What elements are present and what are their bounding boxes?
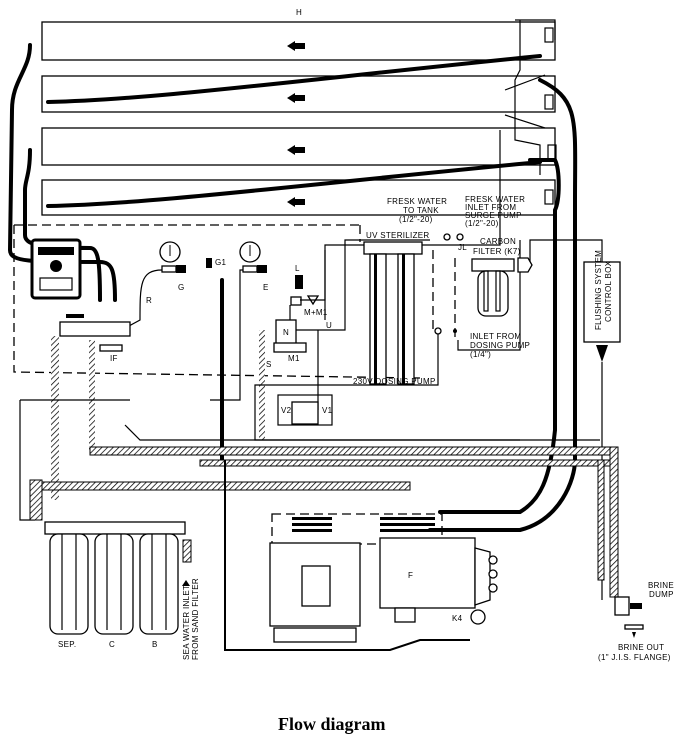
prefilter-housing (29, 479, 192, 635)
svg-text:(1/2"-20): (1/2"-20) (465, 219, 499, 228)
uv-sterilizer (363, 241, 423, 385)
membrane-vessel (41, 21, 556, 61)
motor (269, 513, 443, 643)
svg-text:FILTER (K7): FILTER (K7) (473, 247, 521, 256)
svg-text:DOSING PUMP: DOSING PUMP (470, 341, 530, 350)
flow-arrow-icon (287, 41, 305, 207)
uv-sterilizer-label: UV STERILIZER (366, 231, 429, 240)
svg-text:CONTROL BOX: CONTROL BOX (604, 260, 613, 322)
svg-text:SURGE PUMP: SURGE PUMP (465, 211, 522, 220)
label-v2: V2 (281, 406, 292, 415)
control-panel-display (30, 238, 82, 300)
svg-text:(1/2"-20): (1/2"-20) (399, 215, 433, 224)
membrane-vessel (41, 127, 556, 166)
label-m-m1: M+M1 (304, 308, 328, 317)
label-r: R (146, 296, 152, 305)
svg-text:(1/4"): (1/4") (470, 350, 491, 359)
manifold (324, 19, 557, 320)
flushing-control-box: FLUSHING SYSTEM CONTROL BOX (583, 250, 621, 362)
label-if: IF (110, 354, 118, 363)
label-e: E (263, 283, 269, 292)
label-c: C (109, 640, 115, 649)
label-f: F (408, 571, 413, 580)
label-u: U (326, 321, 332, 330)
pressure-gauge-e (239, 241, 267, 273)
control-panel-outline (13, 224, 421, 379)
label-n: N (283, 328, 289, 337)
label-l: L (295, 264, 300, 273)
label-g1: G1 (215, 258, 227, 267)
membrane-vessel (41, 179, 556, 216)
arrow-up-icon (182, 580, 190, 586)
fresh-water-inlet-label: FRESK WATER INLET FROM SURGE PUMP (1/2"-… (465, 195, 525, 228)
label-jl: JL (458, 243, 467, 252)
svg-text:BRINE: BRINE (648, 581, 674, 590)
carbon-filter-label: CARBON FILTER (K7) (473, 237, 521, 256)
dosing-pump-label: 230V DOSING PUMP (353, 377, 436, 386)
label-m1: M1 (288, 354, 300, 363)
brine-valve (614, 596, 644, 638)
carbon-filter (471, 257, 533, 317)
solenoid-assembly (259, 239, 430, 440)
label-s: S (266, 360, 272, 369)
gauge-lines (117, 269, 243, 401)
svg-text:DUMP: DUMP (649, 590, 674, 599)
fresh-water-inlet (456, 233, 464, 241)
svg-text:TO TANK: TO TANK (403, 206, 439, 215)
inlet-dosing-label: INLET FROM DOSING PUMP (1/4") (470, 332, 530, 359)
dosing-lines (432, 250, 456, 340)
membrane-label: H (296, 8, 302, 17)
fitting-g1 (206, 258, 212, 268)
label-b: B (152, 640, 158, 649)
sea-water-inlet-label: SEA WATER INLET FROM SAND FILTER (182, 578, 200, 660)
svg-text:FRESK WATER: FRESK WATER (465, 195, 525, 204)
label-v1: V1 (322, 406, 333, 415)
brine-out-label: BRINE OUT (1" J.I.S. FLANGE) (598, 643, 671, 662)
diagram-caption: Flow diagram (278, 714, 386, 734)
fresh-water-to-tank-label: FRESK WATER TO TANK (1/2"-20) (387, 197, 447, 224)
label-k4: K4 (452, 614, 463, 623)
svg-text:SEA WATER INLET: SEA WATER INLET (182, 585, 191, 660)
svg-text:(1" J.I.S. FLANGE): (1" J.I.S. FLANGE) (598, 653, 671, 662)
svg-text:FLUSHING SYSTEM: FLUSHING SYSTEM (594, 250, 603, 330)
brine-dump-label: BRINE DUMP (648, 581, 674, 599)
svg-text:FRESK WATER: FRESK WATER (387, 197, 447, 206)
label-sep: SEP. (58, 640, 76, 649)
high-pressure-pump (379, 537, 498, 625)
svg-text:BRINE OUT: BRINE OUT (618, 643, 664, 652)
svg-text:INLET FROM: INLET FROM (470, 332, 521, 341)
valves-v1-v2 (277, 394, 333, 426)
svg-text:FROM SAND FILTER: FROM SAND FILTER (191, 578, 200, 660)
pressure-gauge-g (159, 241, 186, 273)
fresh-water-outlet (443, 233, 451, 241)
svg-text:INLET FROM: INLET FROM (465, 203, 516, 212)
label-g: G (178, 283, 185, 292)
pressure-valve-block (51, 314, 131, 500)
svg-text:CARBON: CARBON (480, 237, 516, 246)
